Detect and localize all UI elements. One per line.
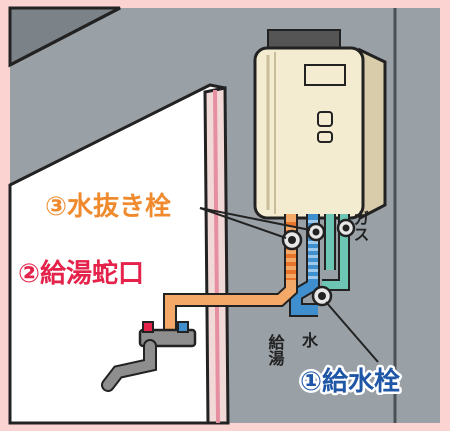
hot-water-label: 給湯: [266, 333, 285, 367]
supply-valve-leader: [325, 301, 379, 363]
hot-water-faucet: [101, 321, 197, 392]
water-label: 水: [302, 331, 319, 350]
hot-faucet-label: ②給湯蛇口: [18, 258, 144, 289]
gas-valve: [336, 218, 356, 238]
supply-valve: [311, 285, 333, 307]
heater-display: [304, 64, 346, 86]
wall-top-line: [9, 6, 121, 67]
drain-plug-valve: [306, 222, 326, 242]
drain-plug-label: ③水抜き栓: [45, 192, 171, 222]
heater-button: [317, 111, 333, 127]
door-frame-line: [213, 89, 220, 424]
drain-plug-leader: [199, 207, 311, 231]
drain-plug-valve: [281, 229, 303, 251]
gas-label: ガス: [351, 210, 370, 242]
gas-pipe: [322, 214, 348, 289]
water-pipe: [291, 214, 318, 315]
drain-plug-leader: [199, 207, 287, 239]
supply-valve-label: ①給水栓: [300, 366, 400, 397]
heater-button: [317, 131, 333, 143]
